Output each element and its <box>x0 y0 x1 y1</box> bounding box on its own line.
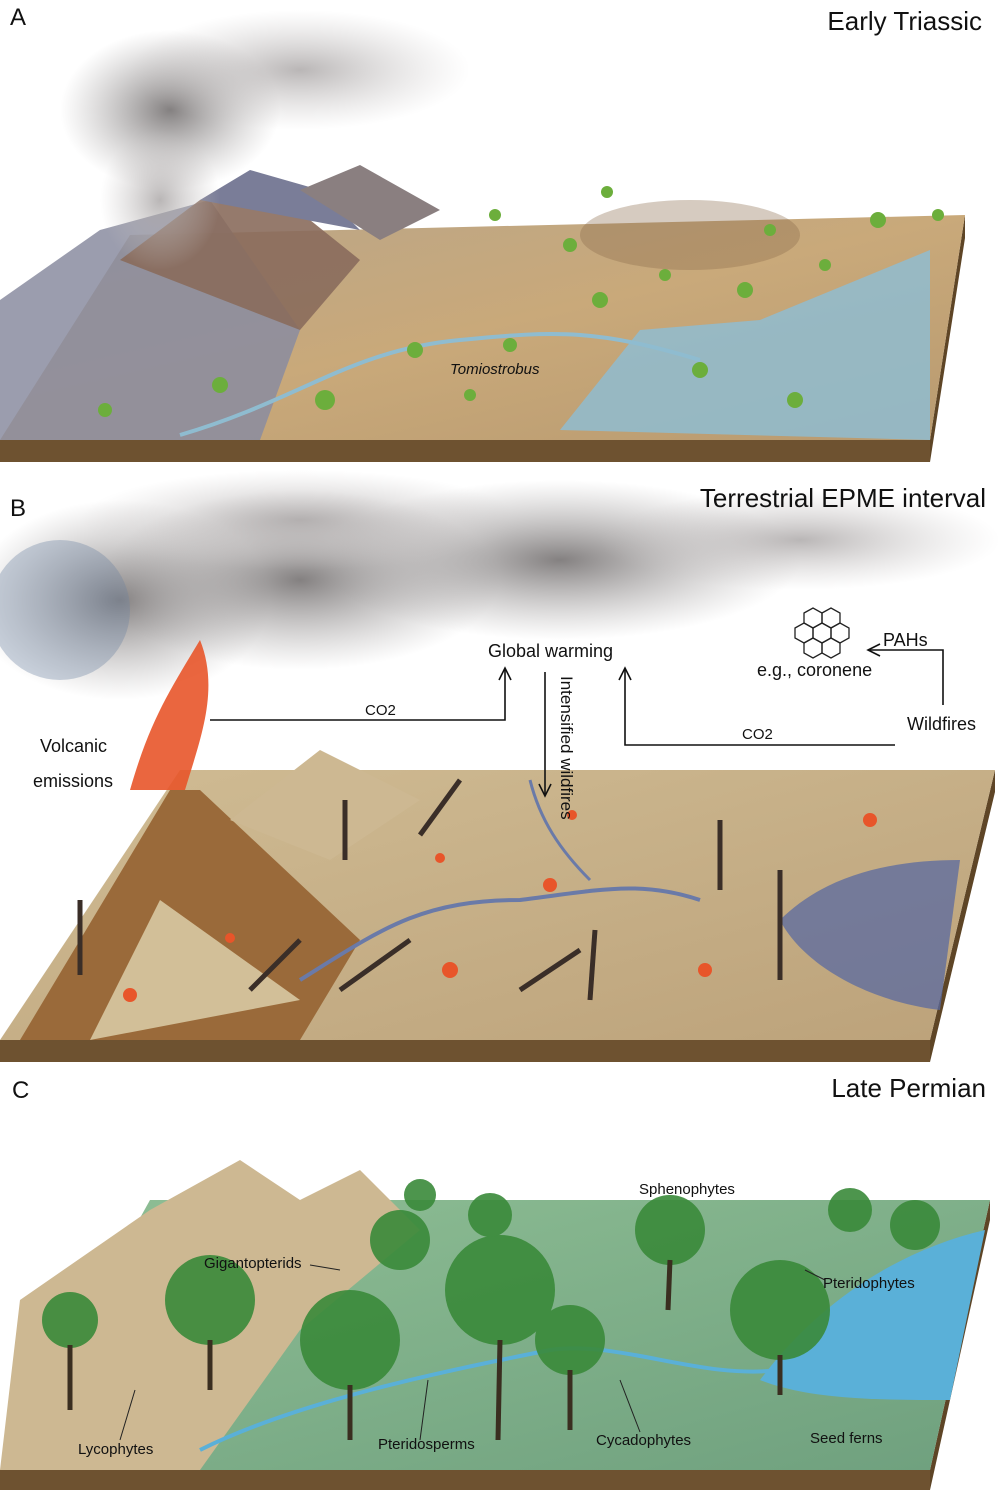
label-tomiostrobus: Tomiostrobus <box>450 361 540 378</box>
lava-plume <box>130 640 209 790</box>
label-global-warming: Global warming <box>488 641 614 661</box>
label-emissions: emissions <box>33 771 114 791</box>
panel-a-title: Early Triassic <box>827 6 982 36</box>
fires <box>123 810 877 1002</box>
panel-a-landscape <box>0 10 965 462</box>
label-coronene: e.g., coronene <box>757 660 873 680</box>
label-pahs: PAHs <box>883 630 928 650</box>
flow-arrows <box>210 643 944 798</box>
panel-b-letter: B <box>10 495 27 522</box>
label-sphenophytes: Sphenophytes <box>639 1181 735 1198</box>
label-gigantopterids: Gigantopterids <box>204 1255 302 1272</box>
label-pteridophytes: Pteridophytes <box>823 1275 915 1292</box>
panel-c-letter: C <box>12 1077 30 1104</box>
label-volcanic: Volcanic <box>40 736 108 756</box>
label-seed-ferns: Seed ferns <box>810 1430 883 1447</box>
label-co2-right: CO2 <box>742 726 773 743</box>
label-intensified-wildfires: Intensified wildfires <box>557 676 576 820</box>
panel-c-landscape <box>0 1160 990 1490</box>
label-pteridosperms: Pteridosperms <box>378 1436 475 1453</box>
panel-a-letter: A <box>10 4 27 31</box>
dead-trees <box>77 778 783 1001</box>
coronene-icon <box>794 607 850 659</box>
label-wildfires: Wildfires <box>907 714 977 734</box>
panel-c-title: Late Permian <box>831 1073 986 1103</box>
label-lycophytes: Lycophytes <box>78 1441 154 1458</box>
panel-b-landscape <box>0 470 1000 1062</box>
leader-lines <box>119 1264 826 1441</box>
panel-b-title: Terrestrial EPME interval <box>699 483 986 513</box>
tree-trunks <box>67 1259 783 1441</box>
label-co2-left: CO2 <box>365 702 396 719</box>
trees <box>42 1179 940 1390</box>
label-cycadophytes: Cycadophytes <box>596 1432 692 1449</box>
